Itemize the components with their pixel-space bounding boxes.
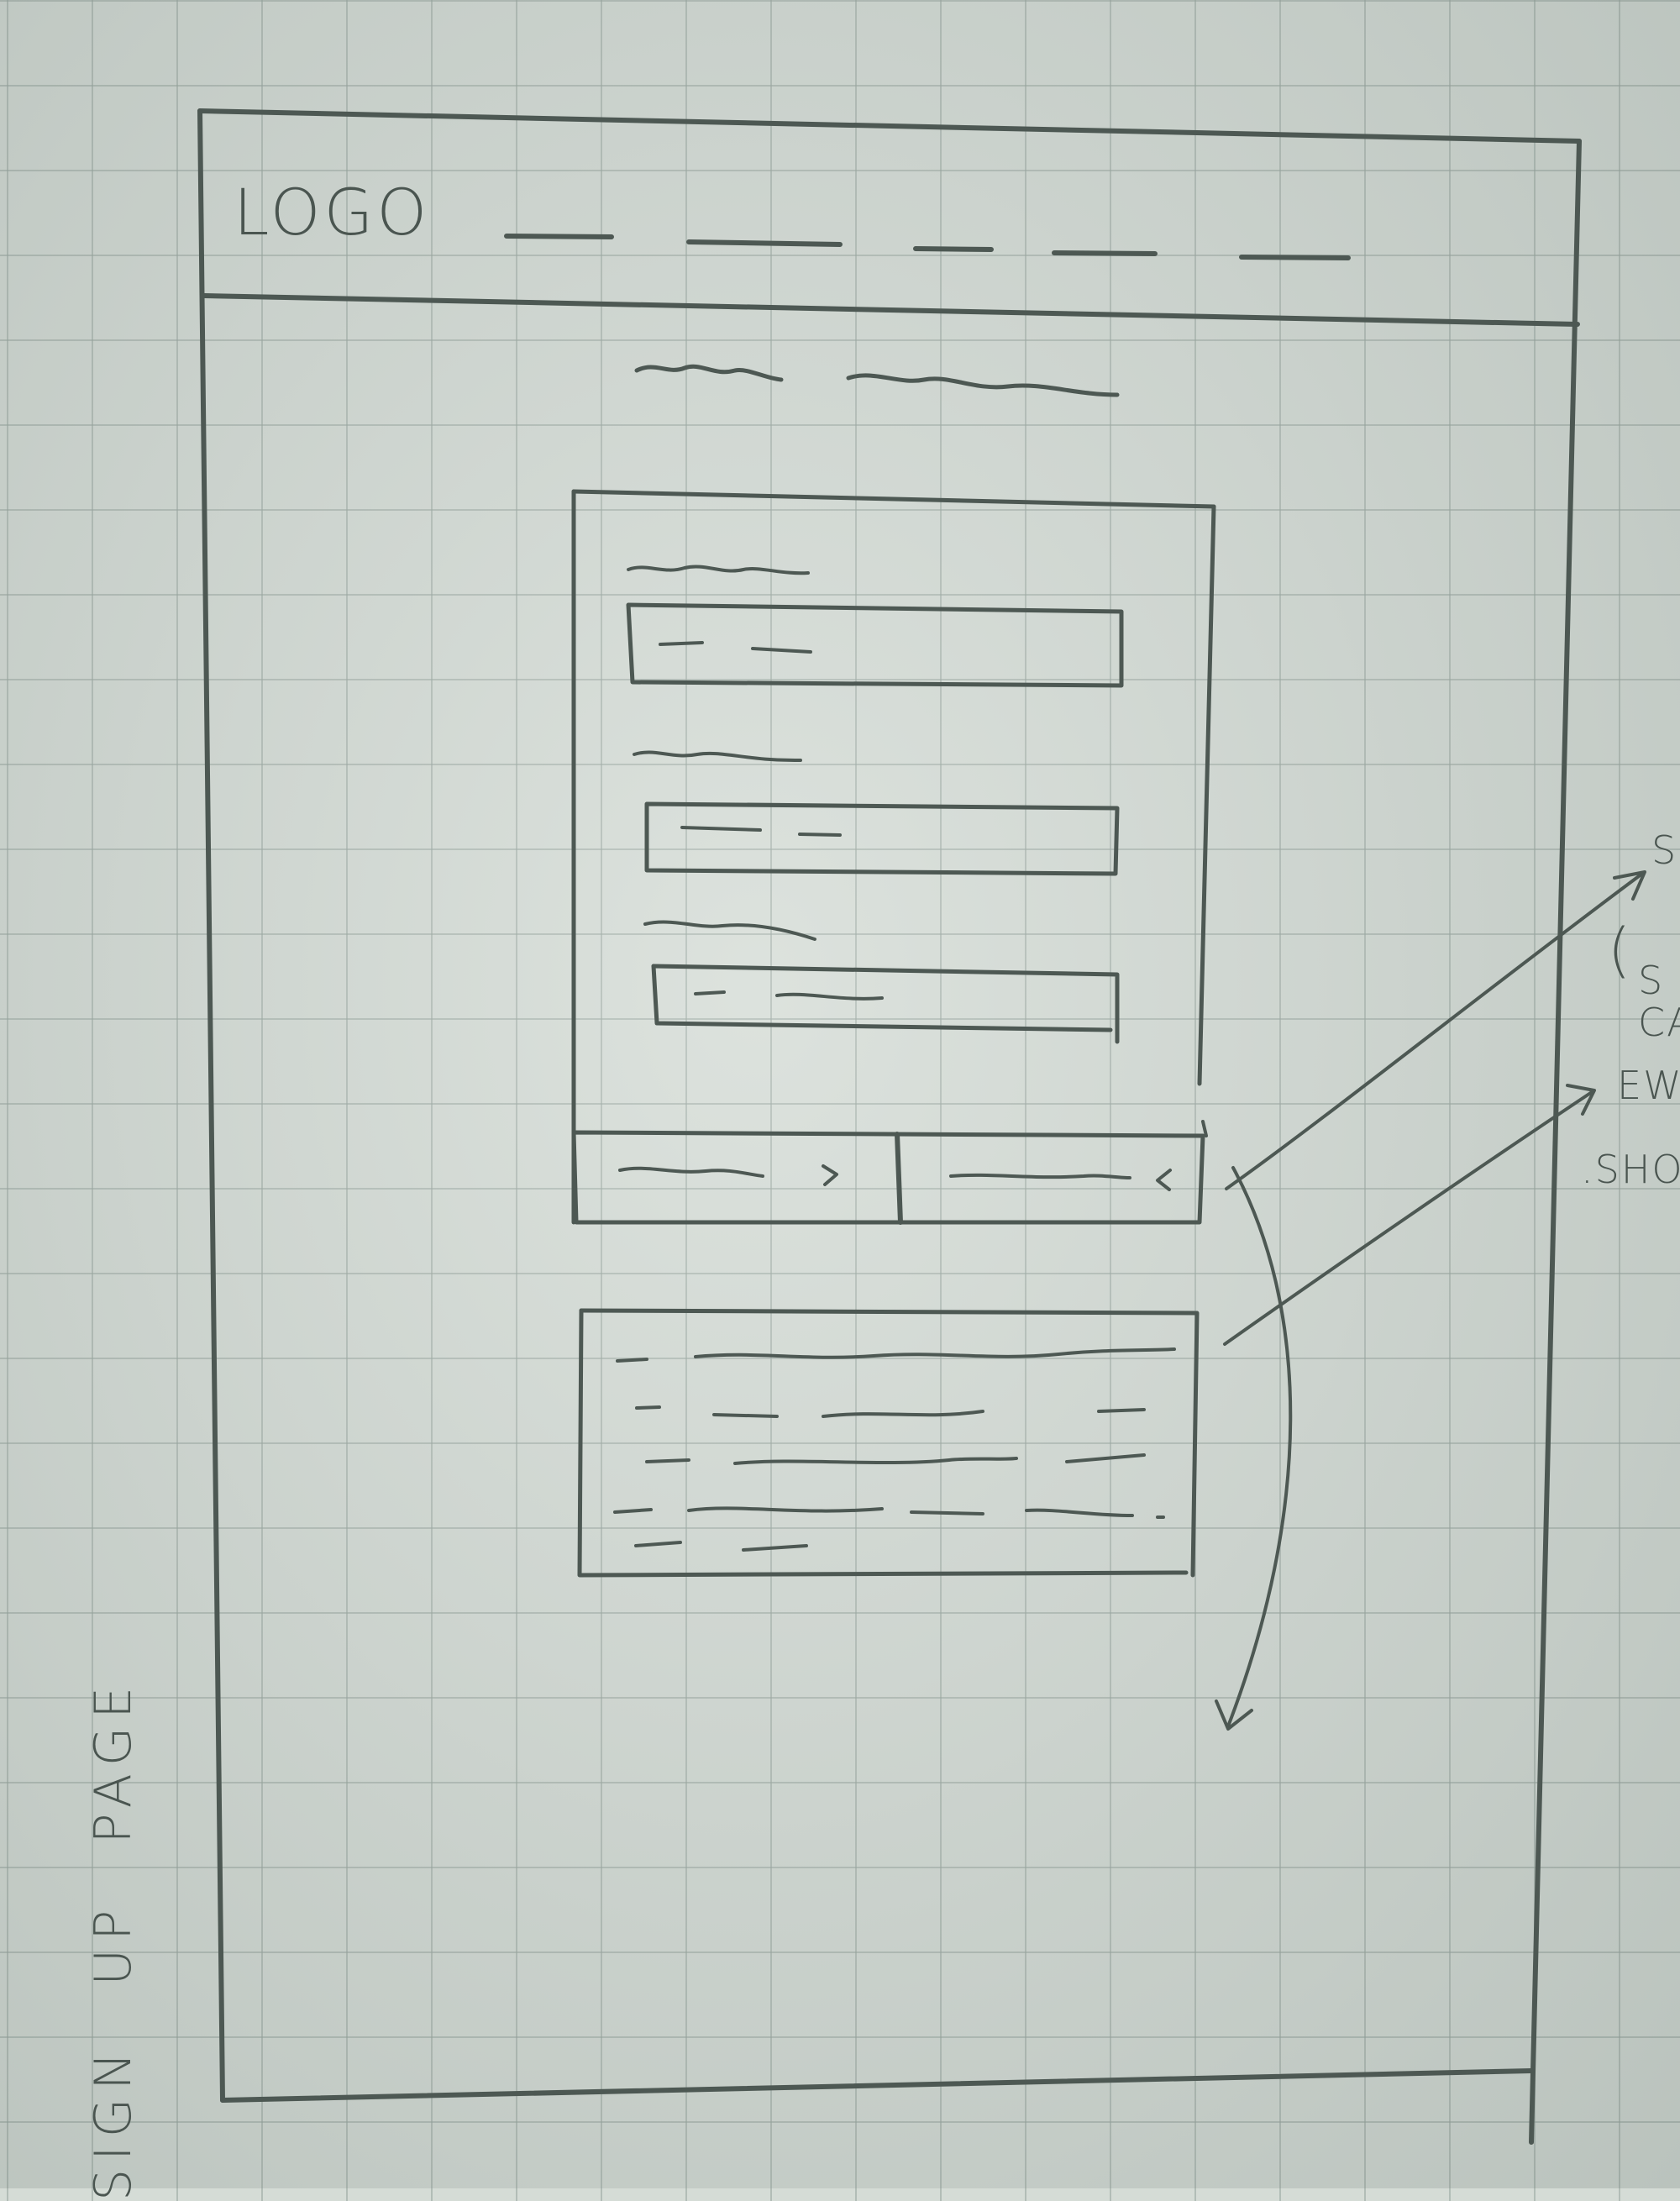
arrowhead-2 bbox=[1566, 1084, 1596, 1116]
annotation-note-6: .SHO bbox=[1581, 1147, 1680, 1192]
chevron-left-icon bbox=[1156, 1169, 1172, 1191]
arrow-to-note-2 bbox=[1223, 1090, 1593, 1346]
field-1-label bbox=[627, 565, 810, 575]
nav-link-5 bbox=[1239, 255, 1351, 260]
field-3-input[interactable] bbox=[651, 964, 1120, 1044]
annotation-note-2: ( bbox=[1608, 916, 1633, 985]
nav-link-1 bbox=[504, 234, 614, 239]
signup-form-card bbox=[571, 489, 1216, 1225]
arrowhead-3 bbox=[1215, 1699, 1253, 1731]
annotation-note-5: EW bbox=[1617, 1063, 1680, 1108]
primary-button[interactable] bbox=[618, 1132, 903, 1225]
field-2-hit[interactable] bbox=[647, 804, 1117, 875]
page-title-word-1: SIGN bbox=[84, 2043, 143, 2201]
arrow-to-note-1 bbox=[1225, 872, 1644, 1190]
nav-link-4 bbox=[1052, 250, 1158, 256]
page-title-word-2: UP bbox=[84, 1901, 143, 1986]
arrow-downward bbox=[1226, 1166, 1293, 1728]
logo[interactable]: LOGO bbox=[234, 175, 431, 250]
field-1-input[interactable] bbox=[626, 602, 1124, 688]
nav-links bbox=[504, 234, 1351, 260]
primary-button-hit[interactable] bbox=[575, 1134, 899, 1221]
page-title: SIGN UP PAGE bbox=[84, 1678, 143, 2201]
info-text-lines bbox=[613, 1347, 1176, 1552]
annotation-arrows bbox=[1215, 870, 1646, 1731]
header-divider bbox=[202, 293, 1580, 327]
info-text-box bbox=[577, 1308, 1200, 1578]
page-title-word-3: PAGE bbox=[84, 1678, 143, 1844]
page-heading bbox=[634, 364, 1120, 397]
field-3-hit[interactable] bbox=[654, 966, 1120, 1043]
secondary-button[interactable] bbox=[949, 1120, 1208, 1191]
annotation-note-4: CA bbox=[1638, 1000, 1680, 1045]
field-1-hit[interactable] bbox=[628, 605, 1124, 686]
nav-bar[interactable] bbox=[500, 214, 1357, 273]
button-row bbox=[571, 1130, 1205, 1225]
field-3-label bbox=[643, 920, 816, 941]
annotation-note-1: S bbox=[1651, 827, 1678, 873]
arrowhead-1 bbox=[1613, 870, 1646, 901]
field-2-label bbox=[633, 750, 802, 763]
chevron-right-icon bbox=[822, 1164, 838, 1186]
nav-link-3 bbox=[913, 246, 994, 252]
annotation-note-3: S bbox=[1638, 958, 1665, 1003]
secondary-button-hit[interactable] bbox=[900, 1134, 1203, 1221]
field-2-input[interactable] bbox=[644, 801, 1120, 876]
page-frame bbox=[197, 108, 1582, 2145]
nav-link-2 bbox=[686, 239, 843, 247]
